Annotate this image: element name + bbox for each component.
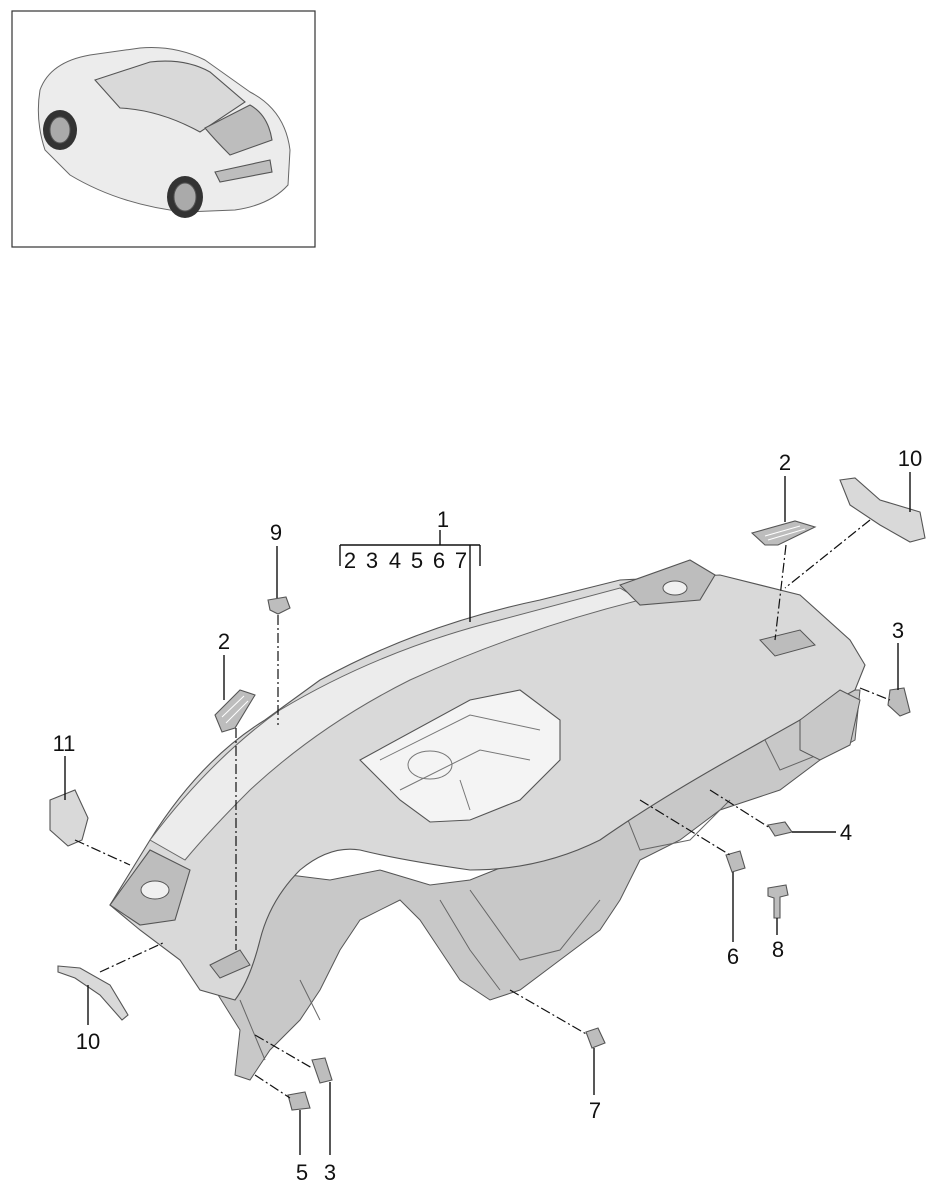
dashboard-top-crest: [149, 587, 642, 861]
callout-5: 5: [296, 1160, 308, 1185]
callout-8: 8: [772, 937, 784, 962]
part-11-side-panel: [49, 789, 89, 847]
callout-6: 6: [727, 944, 739, 969]
part-2-left-vent-slats: [221, 695, 249, 724]
right-end-bracket: [799, 689, 861, 761]
part-3-right-bracket: [887, 687, 911, 717]
assembly-lines: [74, 519, 891, 1099]
part-6-bracket: [725, 850, 746, 873]
vehicle-suv-icon: [37, 47, 291, 218]
callout-2-left: 2: [218, 629, 230, 654]
part-10-left-duct: [57, 965, 129, 1021]
part-2-right-vent-slats: [764, 525, 806, 541]
callout-7: 7: [589, 1098, 601, 1123]
callout-1-sub-7: 7: [455, 548, 467, 573]
part-8-screw: [767, 884, 789, 919]
dashboard-assembly: [109, 559, 866, 1081]
part-10-right-duct: [839, 477, 926, 543]
center-internals: [379, 714, 541, 811]
part-4-clip: [767, 821, 793, 837]
left-speaker-hole: [140, 880, 170, 900]
center-opening: [359, 689, 561, 823]
frame-ribs: [239, 729, 831, 1061]
callout-labels: 1 2 3 4 5 6 7 9 2 2 10 11 3 4 6 8 10 7 5…: [53, 446, 923, 1185]
panel-right-vent-opening: [759, 629, 816, 657]
vehicle-thumbnail: [11, 10, 316, 248]
part-2-right-vent: [750, 520, 817, 546]
part-5-clip: [287, 1091, 311, 1111]
callout-1-sub-4: 4: [389, 548, 401, 573]
callout-3-bottom: 3: [324, 1160, 336, 1185]
callout-3-right: 3: [892, 618, 904, 643]
callout-1-sub-5: 5: [411, 548, 423, 573]
callout-1-sub-6: 6: [433, 548, 445, 573]
callout-2-right: 2: [779, 450, 791, 475]
panel-left-vent-opening: [209, 949, 251, 979]
part-7-clip: [585, 1027, 606, 1049]
callout-11: 11: [53, 731, 76, 756]
callout-10-left: 10: [76, 1029, 100, 1054]
right-speaker-hole: [662, 580, 688, 596]
callout-9: 9: [270, 520, 282, 545]
callout-1-sub-2: 2: [344, 548, 356, 573]
callout-4: 4: [840, 820, 852, 845]
part-3-bottom-bracket: [311, 1057, 333, 1084]
callout-1-sub-3: 3: [366, 548, 378, 573]
callout-10-top: 10: [898, 446, 922, 471]
part-9-clip: [267, 596, 291, 615]
leader-lines: [64, 472, 911, 1155]
callout-1: 1: [437, 507, 449, 532]
part-2-left-vent: [214, 689, 256, 733]
